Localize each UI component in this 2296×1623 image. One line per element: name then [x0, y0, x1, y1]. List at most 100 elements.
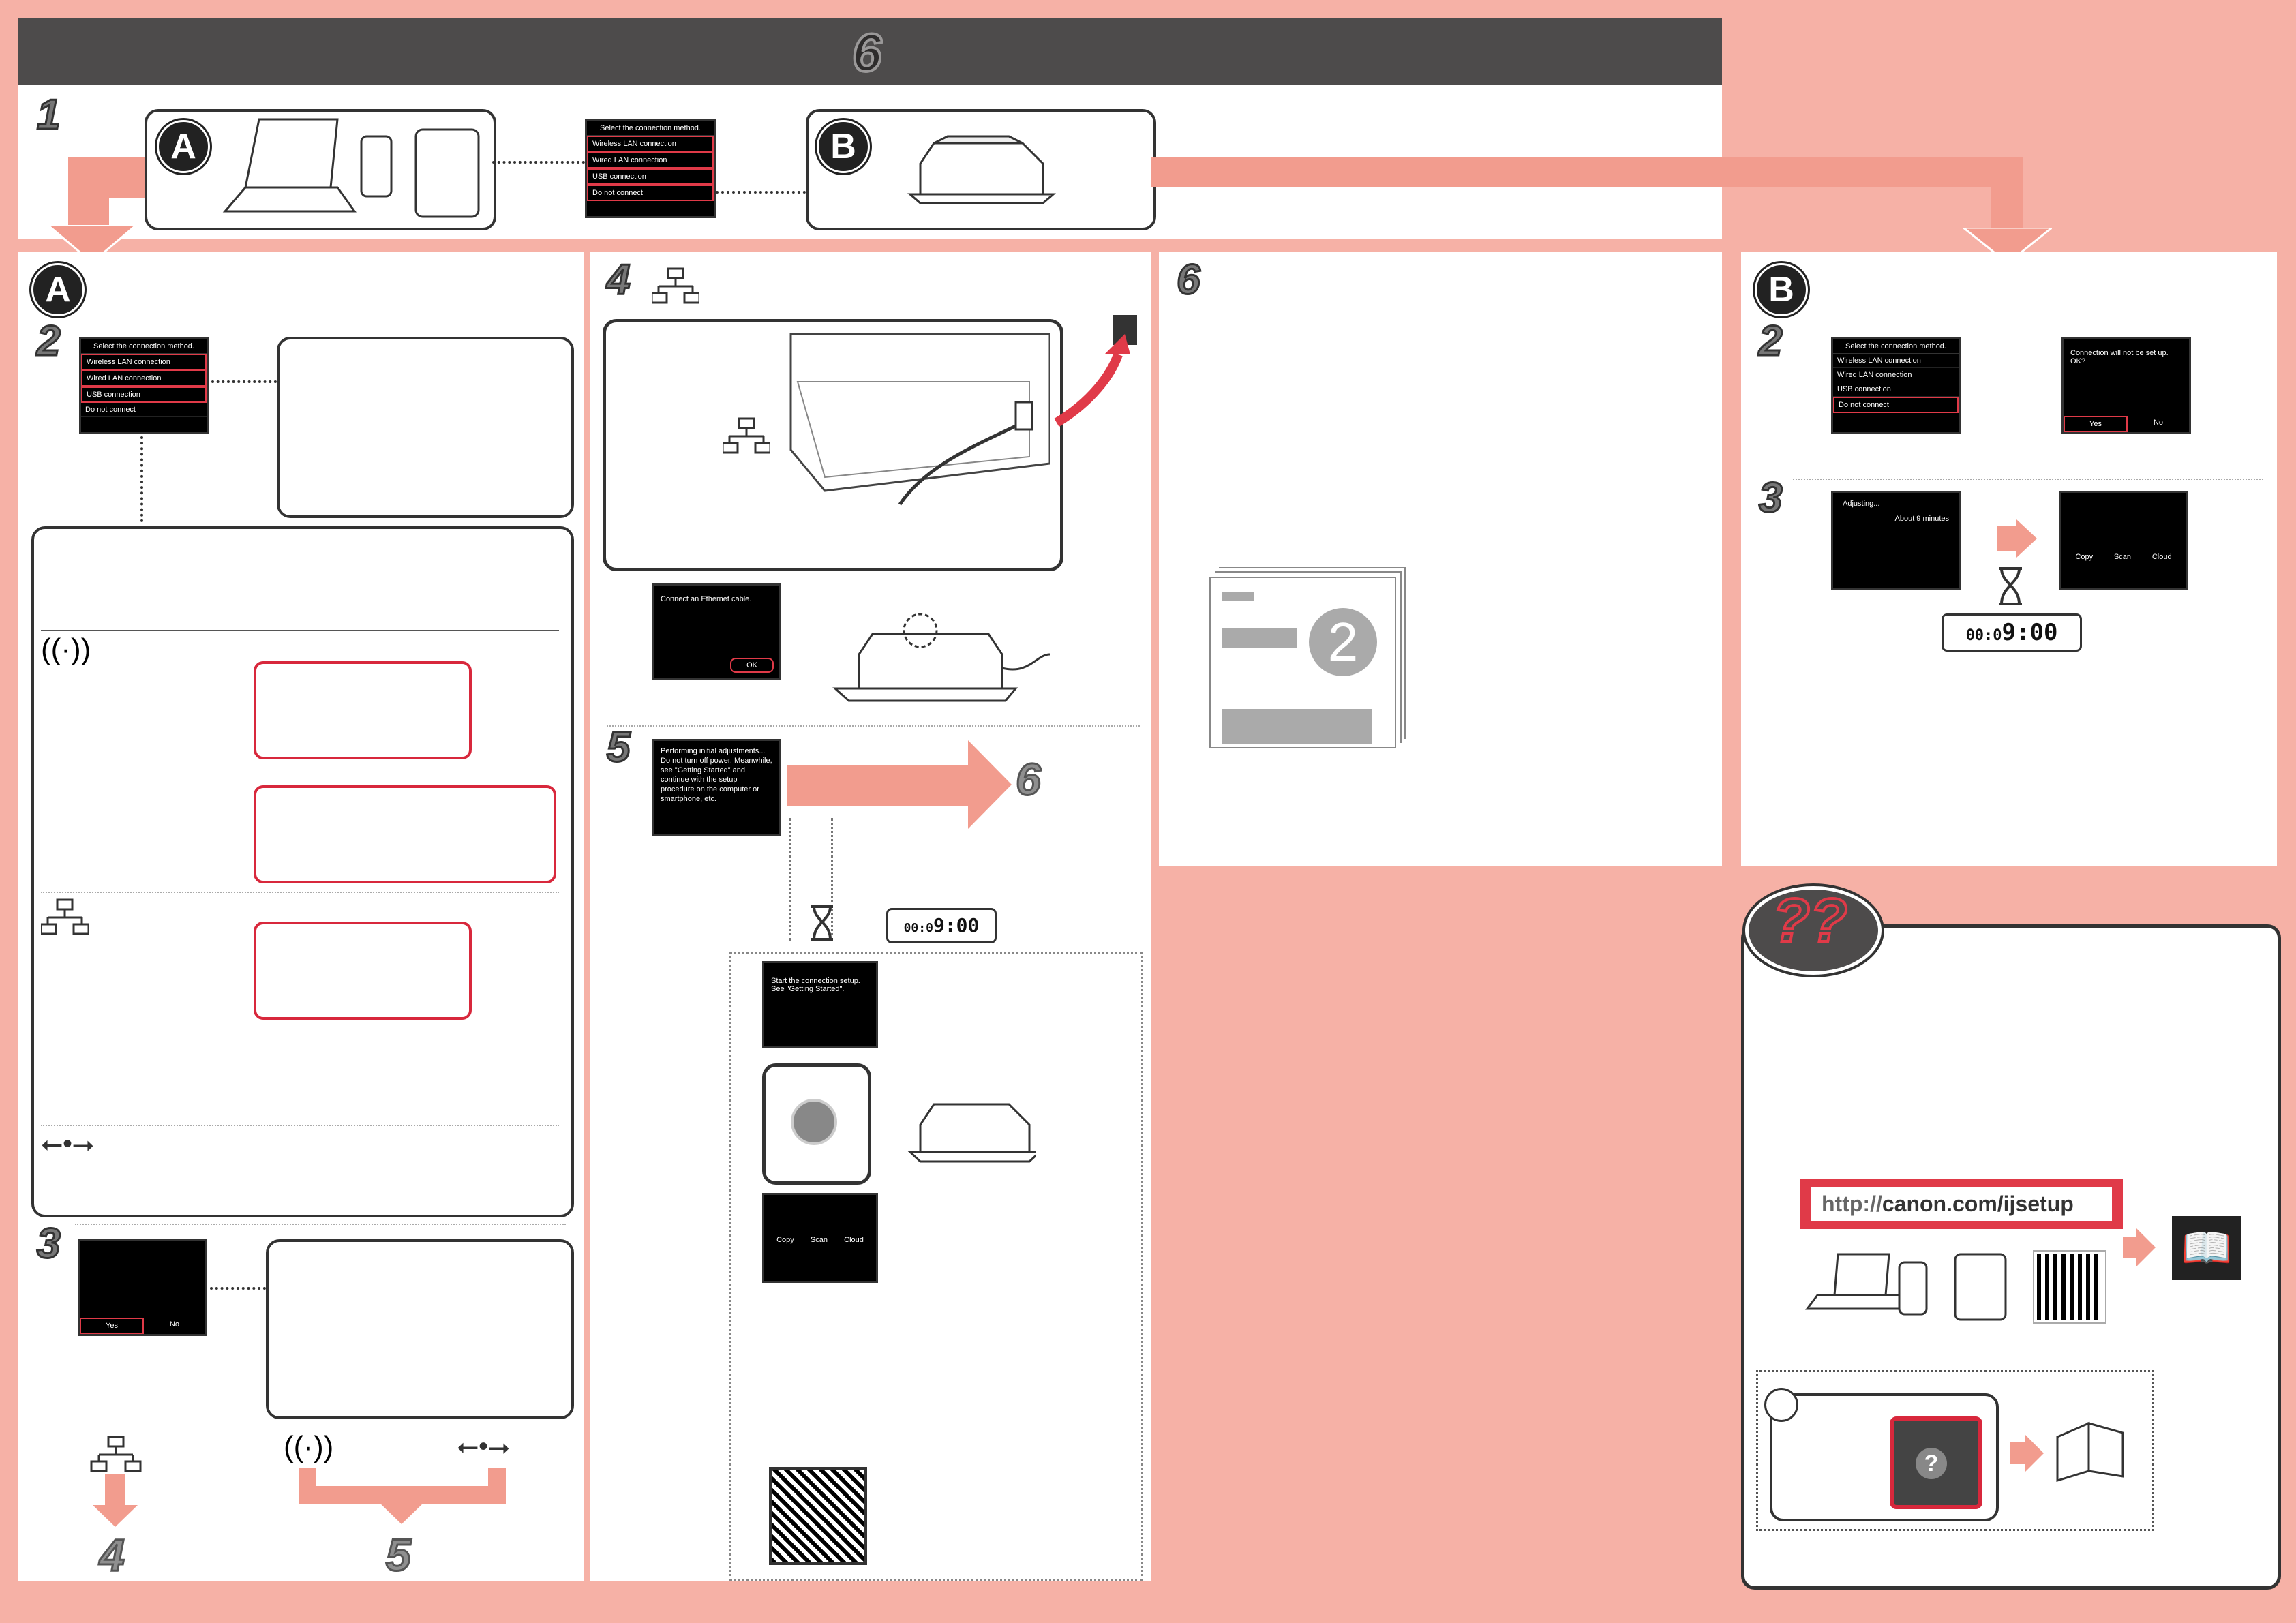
qr-code-help[interactable] [2033, 1250, 2106, 1324]
arrow-b3-shaft [1997, 526, 2018, 551]
connection-menu-screen-b: Select the connection method. Wireless L… [1831, 337, 1961, 434]
arrow-a-vertical [68, 157, 109, 225]
manual-book-icon [2056, 1421, 2124, 1482]
start-setup-box [729, 952, 1143, 1581]
usb-icon: ⭠•⭢ [41, 1129, 95, 1159]
menu-option-wired[interactable]: Wired LAN connection [1833, 368, 1959, 382]
help-badge [1745, 886, 1882, 975]
menu-title: Select the connection method. [81, 339, 207, 354]
setup-url[interactable]: http://canon.com/ijsetup [1811, 1187, 2112, 1221]
panel-step6-number: 6 [1175, 256, 1201, 303]
connector-a3 [210, 1287, 266, 1290]
note-box-a3 [266, 1239, 574, 1419]
wireless-icon: ((·)) [41, 633, 91, 666]
stop-button-icon[interactable] [791, 1099, 837, 1145]
wireless-direct-option [254, 785, 556, 883]
laptop-icon [222, 118, 357, 213]
start-setup-screen: Start the connection setup. See "Getting… [762, 961, 878, 1048]
adjusting-title: Adjusting... [1843, 500, 1880, 508]
ok-button[interactable]: OK [730, 658, 774, 673]
timer-value: 9:00 [933, 914, 980, 937]
online-manual-icon[interactable]: 📖 [2172, 1216, 2241, 1280]
arrow-to-5-bar [299, 1486, 506, 1504]
arrow-cd-head [2025, 1434, 2044, 1472]
timer-display-b: 00:09:00 [1942, 613, 2082, 652]
menu-option-wired[interactable]: Wired LAN connection [81, 370, 207, 386]
home-cloud-label[interactable]: Cloud [2151, 553, 2172, 561]
question-marks-icon: ?? [1771, 885, 1849, 956]
menu-option-wireless[interactable]: Wireless LAN connection [587, 136, 714, 152]
confirm-no-button[interactable]: No [2153, 419, 2164, 427]
booklet-bar-3 [1222, 709, 1372, 744]
menu-option-wireless[interactable]: Wireless LAN connection [81, 354, 207, 370]
wired-lan-icon-port [723, 417, 770, 454]
step4-5-separator [607, 725, 1140, 727]
menu-option-wireless[interactable]: Wireless LAN connection [1833, 354, 1959, 368]
header-bar [18, 18, 1722, 85]
arrow-b-horizontal [1151, 157, 2023, 187]
arrow-b3-head [2016, 519, 2037, 558]
dotted-down-arrow [789, 818, 833, 941]
wired-lan-icon [41, 898, 89, 935]
wireless-icon-small: ((·)) [284, 1430, 334, 1463]
menu-option-wired[interactable]: Wired LAN connection [587, 152, 714, 168]
menu-title: Select the connection method. [587, 121, 714, 136]
arrow-b-head [1963, 228, 2052, 264]
no-button[interactable]: No [169, 1320, 180, 1329]
hourglass-icon-b [1999, 567, 2022, 605]
header-step-number: 6 [851, 22, 883, 82]
qr-code-mid[interactable] [769, 1467, 867, 1565]
arrow-to-6-shaft [787, 765, 971, 806]
arrow-to-6-head [968, 740, 1012, 829]
panel-b [1741, 252, 2277, 866]
menu-option-do-not-connect[interactable]: Do not connect [81, 403, 207, 417]
yes-no-screen: Yes No [78, 1239, 207, 1336]
usb-icon-small: ⭠•⭢ [457, 1431, 511, 1461]
connector-a [492, 161, 585, 164]
types-divider [41, 630, 559, 631]
phone-icon [360, 135, 393, 198]
menu-option-usb[interactable]: USB connection [81, 386, 207, 403]
home-scan-label[interactable]: Scan [2113, 553, 2131, 561]
panel-step6 [1159, 252, 1722, 866]
panel-b-label: B [1755, 263, 1808, 316]
devices-illustration [222, 118, 480, 218]
home-screen-b: Copy Scan Cloud [2059, 491, 2188, 590]
home-copy-label[interactable]: Copy [2075, 553, 2094, 561]
arrow-target-step6: 6 [1015, 754, 1042, 804]
arrow-to-4-head [93, 1505, 138, 1527]
types-separator-1 [41, 892, 559, 893]
label-b-circle: B [817, 120, 870, 173]
confirm-yes-button[interactable]: Yes [2064, 416, 2128, 432]
panel-a-step3: 3 [35, 1220, 61, 1267]
menu-option-do-not-connect[interactable]: Do not connect [587, 185, 714, 201]
arrow-to-4-shaft [105, 1474, 125, 1508]
panel-b-step3: 3 [1757, 474, 1783, 521]
label-a-circle: A [157, 120, 210, 173]
menu-title: Select the connection method. [1833, 339, 1959, 354]
home-cloud-label[interactable]: Cloud [844, 1236, 864, 1244]
url-prefix: http:// [1822, 1192, 1882, 1216]
home-scan-label[interactable]: Scan [810, 1236, 828, 1244]
connector-a2-down [140, 436, 143, 522]
cd-manual-box [1756, 1370, 2154, 1531]
adjustments-screen: Performing initial adjustments... Do not… [652, 739, 781, 836]
url-main: canon.com/ijsetup [1882, 1192, 2074, 1216]
setup-url-banner[interactable]: http://canon.com/ijsetup [1800, 1179, 2123, 1229]
cap-removal-arrow [1054, 315, 1137, 427]
panel-mid-step5: 5 [605, 724, 631, 771]
arrow-b-vertical [1991, 157, 2023, 229]
connection-menu-screen-top: Select the connection method. Wireless L… [585, 119, 716, 218]
menu-option-do-not-connect[interactable]: Do not connect [1833, 397, 1959, 413]
menu-option-usb[interactable]: USB connection [587, 168, 714, 185]
branch-step4: 4 [99, 1530, 126, 1580]
arrow-help-shaft [2123, 1237, 2138, 1258]
menu-option-usb[interactable]: USB connection [1833, 382, 1959, 397]
adjusting-screen: Adjusting... About 9 minutes [1831, 491, 1961, 590]
yes-button[interactable]: Yes [80, 1318, 144, 1334]
arrow-to-5-head [379, 1502, 424, 1524]
confirm-screen: Connection will not be set up. OK? Yes N… [2061, 337, 2191, 434]
connection-menu-screen-a: Select the connection method. Wireless L… [79, 337, 209, 434]
home-copy-label[interactable]: Copy [776, 1236, 794, 1244]
panel-a-step3-separator [75, 1224, 566, 1225]
